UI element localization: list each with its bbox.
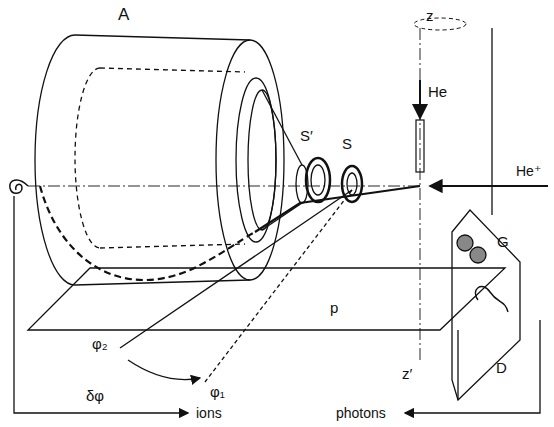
part-label: δφ	[86, 388, 104, 405]
part-label: D	[496, 360, 507, 377]
part-label: G	[497, 234, 509, 251]
part-label: z	[426, 8, 434, 25]
slit-ring	[306, 158, 330, 202]
cylinder-left	[35, 35, 75, 285]
part-label: ions	[196, 406, 222, 421]
plane	[28, 268, 505, 330]
part-label: He⁺	[516, 164, 541, 179]
part-label: z′	[402, 366, 412, 383]
part-label: S′	[300, 128, 313, 145]
part-label: photons	[336, 406, 386, 421]
photon-detector	[452, 210, 520, 400]
part-label: p	[330, 300, 338, 317]
part-label: φ₂	[92, 336, 108, 353]
part-label: S	[342, 136, 352, 153]
part-label: φ₁	[210, 384, 225, 401]
part-label: He	[428, 84, 447, 101]
part-label: A	[118, 6, 129, 25]
